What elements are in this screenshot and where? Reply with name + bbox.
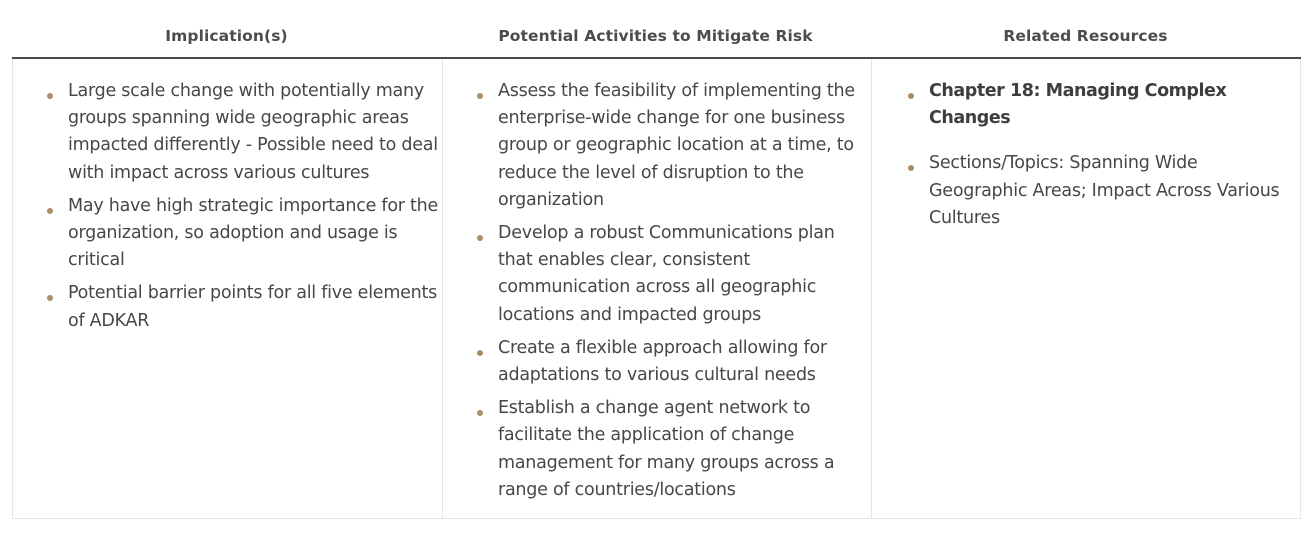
activities-list: Assess the feasibility of implementing t… (477, 78, 871, 504)
bullet-dot-icon (477, 349, 483, 356)
bullet-dot-icon (47, 93, 53, 99)
implication-text: May have high strategic importance for t… (68, 195, 439, 271)
bullet-dot-icon (47, 207, 53, 214)
list-item: Create a flexible approach allowing for … (477, 335, 871, 389)
activities-cell: Assess the feasibility of implementing t… (442, 59, 871, 518)
header-related-resources: Related Resources (1003, 26, 1168, 45)
resource-chapter-title: Chapter 18: Managing Complex Changes (929, 81, 1227, 129)
bullet-dot-icon (477, 235, 483, 242)
table-header-row: Implication(s) Potential Activities to M… (12, 14, 1301, 59)
risk-table: Implication(s) Potential Activities to M… (12, 14, 1301, 519)
implications-cell: Large scale change with potentially many… (13, 59, 442, 518)
resource-sections-text: Sections/Topics: Spanning Wide Geographi… (929, 153, 1280, 228)
activity-text: Create a flexible approach allowing for … (498, 337, 827, 386)
table-row: Large scale change with potentially many… (12, 59, 1301, 519)
list-item: Potential barrier points for all five el… (47, 280, 442, 334)
bullet-dot-icon (908, 165, 914, 172)
implication-text: Potential barrier points for all five el… (68, 283, 437, 331)
list-item: Develop a robust Communications plan tha… (477, 220, 871, 329)
list-item: Establish a change agent network to faci… (477, 395, 871, 504)
bullet-dot-icon (908, 93, 914, 99)
list-item: Assess the feasibility of implementing t… (477, 78, 871, 214)
bullet-dot-icon (477, 410, 483, 417)
implications-list: Large scale change with potentially many… (47, 78, 442, 335)
resources-cell: Chapter 18: Managing Complex Changes Sec… (871, 59, 1300, 518)
bullet-dot-icon (477, 93, 483, 99)
resources-list: Chapter 18: Managing Complex Changes Sec… (908, 78, 1300, 232)
activity-text: Assess the feasibility of implementing t… (498, 81, 855, 210)
list-item: Chapter 18: Managing Complex Changes (908, 78, 1300, 132)
list-item: Large scale change with potentially many… (47, 78, 442, 187)
activity-text: Develop a robust Communications plan tha… (498, 223, 835, 325)
header-mitigation-activities: Potential Activities to Mitigate Risk (498, 26, 813, 45)
bullet-dot-icon (47, 295, 53, 302)
list-item: Sections/Topics: Spanning Wide Geographi… (908, 150, 1300, 232)
activity-text: Establish a change agent network to faci… (498, 398, 835, 500)
header-implications: Implication(s) (165, 26, 288, 45)
list-item: May have high strategic importance for t… (47, 193, 442, 275)
implication-text: Large scale change with potentially many… (68, 81, 438, 183)
